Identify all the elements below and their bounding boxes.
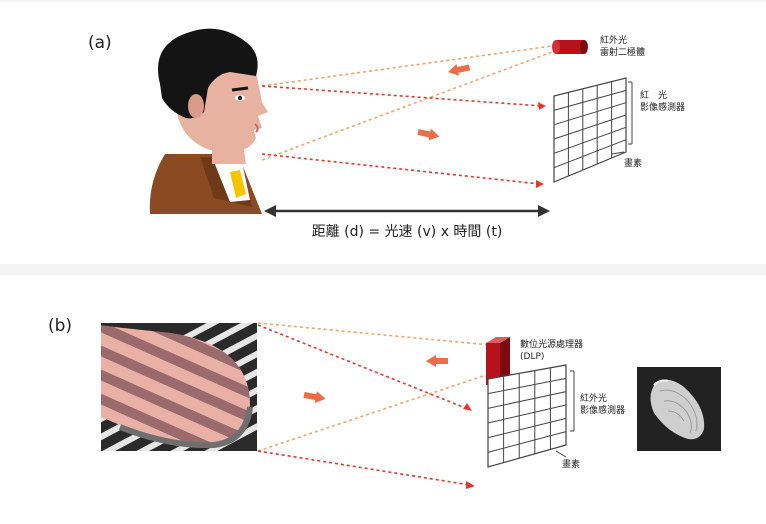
sensor-grid-line (487, 404, 567, 424)
beams-panel-a (261, 45, 553, 188)
direction-arrow-right-icon (303, 391, 326, 403)
sensor-grid-line (553, 89, 627, 111)
sensor-label-line2: 影像感測器 (640, 101, 685, 113)
reflected-beam-upper (261, 85, 543, 107)
projector-label-line1: 數位光源處理器 (520, 338, 583, 350)
panel-b-label: (b) (48, 316, 72, 336)
sensor-grid-line (553, 114, 627, 140)
dlp-projector-icon (486, 337, 510, 385)
distance-formula: 距離 (d) = 光速 (v) x 時間 (t) (312, 223, 503, 240)
projector-label-line2: (DLP) (520, 352, 544, 362)
beams-panel-b (257, 322, 493, 489)
pixel-label: 畫素 (562, 458, 580, 470)
emitter-label-line2: 雷射二極體 (600, 46, 645, 58)
panel-b-svg: (b) (48, 316, 721, 489)
sensor-grid-line (553, 126, 627, 154)
sensor-grid-line (487, 417, 567, 439)
distance-arrow (264, 205, 550, 217)
sensor-grid-line (487, 431, 567, 453)
finger-stripe-pattern-image (101, 323, 257, 451)
panel-a-svg: (a) 紅外光 雷射二極體 紅 光 (88, 28, 685, 240)
direction-arrow-left-icon (448, 64, 471, 76)
direction-arrow-right-icon (417, 128, 440, 141)
sensor-grid-panel-b (487, 364, 567, 468)
laser-diode-icon (552, 40, 588, 54)
person-profile-illustration (149, 28, 268, 214)
sensor-grid-line (553, 102, 627, 126)
pixel-label: 畫素 (624, 157, 642, 169)
sensor-label-line1: 紅 光 (640, 89, 667, 101)
emitter-label-line1: 紅外光 (600, 34, 627, 46)
sensor-label-line1: 紅外光 (580, 392, 607, 404)
sensor-grid-panel-a (553, 77, 627, 183)
direction-arrow-left-icon (426, 355, 448, 367)
reflected-beam-lower (261, 153, 541, 185)
panel-b-structured-light: (b) (0, 275, 766, 524)
emitted-beam-lower (261, 51, 553, 161)
sensor-grid-line (487, 377, 567, 395)
sensor-grid-line (553, 139, 627, 169)
emitted-beam-upper (261, 45, 553, 87)
panel-a-label: (a) (88, 33, 112, 53)
panel-a-tof: (a) 紅外光 雷射二極體 紅 光 (0, 2, 766, 264)
sensor-grid-line (487, 391, 567, 409)
depth-map-result-image (637, 367, 721, 451)
sensor-label-line2: 影像感測器 (580, 404, 625, 416)
